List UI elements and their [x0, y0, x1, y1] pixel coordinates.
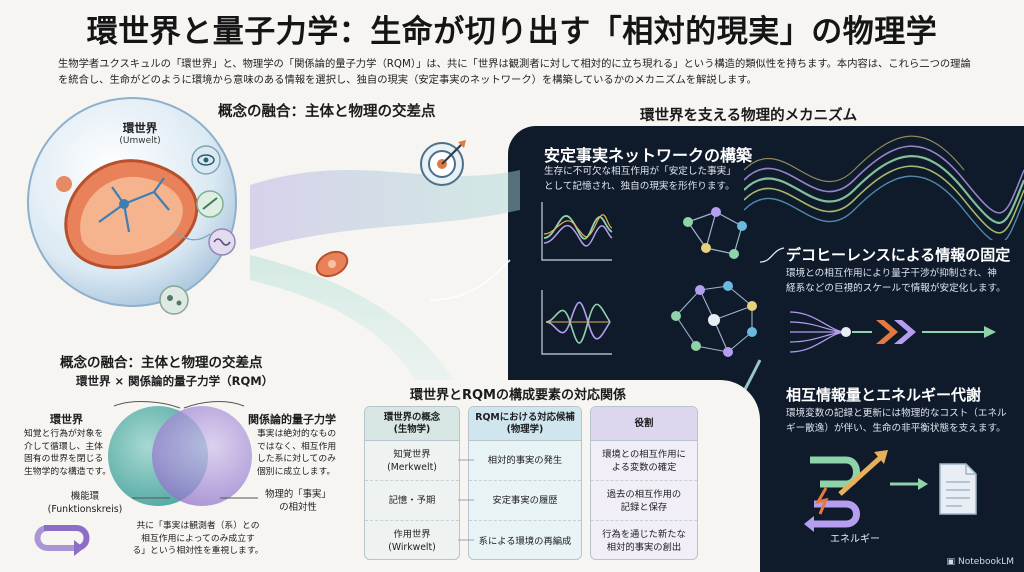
venn-subheading: 環世界 × 関係論的量子力学（RQM）	[76, 374, 274, 388]
concept-heading-top: 概念の融合：主体と物理の交差点	[218, 104, 436, 120]
decoherence-body-1: 環境との相互作用により量子干渉が抑制され、神	[786, 268, 997, 279]
correspondence-table: 環世界の概念(生物学) 知覚世界(Merkwelt) 記憶・予期 作用世界(Wi…	[364, 406, 698, 560]
table-cell: 過去の相互作用の記録と保存	[591, 481, 697, 521]
table-cell: 系による環境の再編成	[478, 535, 572, 547]
venn-bottom-note: 共に「事実は観測者（系）との相互作用によってのみ成立する」という相対性を重視しま…	[132, 521, 264, 556]
wave-graph-bottom	[541, 290, 612, 355]
table-cell: 行為を通じた新たな相対的事実の創出	[602, 529, 686, 553]
venn-right-title: 関係論的量子力学	[248, 413, 336, 426]
network-body-1: 生存に不可欠な相互作用が「安定した事実」	[544, 166, 736, 177]
decoherence-pointer	[759, 247, 785, 263]
venn-diagram	[108, 401, 252, 506]
cell-small-icon	[315, 250, 349, 278]
energy-label: エネルギー	[830, 534, 880, 545]
page-title: 環世界と量子力学：生命が切り出す「相対的現実」の物理学	[86, 14, 938, 50]
chevron-right-icon	[876, 320, 898, 344]
venn-left-body: 知覚と行為が対象を介して循環し、主体 固有の世界を閉じる生物学的な構造です。	[24, 429, 112, 477]
cycle-arrows-icon	[34, 525, 90, 556]
umwelt-sublabel: (Umwelt)	[119, 136, 161, 146]
network-graph-top	[683, 207, 747, 259]
table-cell: 相対的事実の発生	[469, 441, 581, 481]
umwelt-bubble	[27, 97, 237, 315]
table-header-role: 役割	[591, 407, 697, 441]
table-cell: 安定事実の履歴	[469, 481, 581, 521]
energy-body-2: ギー散逸）が伴い、生命の非平衡状態を支えます。	[786, 423, 1006, 434]
table-col-rqm: RQMにおける対応候補(物理学) 相対的事実の発生 安定事実の履歴 系による環境…	[468, 406, 582, 560]
table-heading: 環世界とRQMの構成要素の対応関係	[410, 388, 626, 403]
network-graph-bottom	[671, 281, 757, 357]
table-connectors	[458, 459, 474, 541]
network-title: 安定事実ネットワークの構築	[544, 146, 753, 165]
table-col-role: 役割 環境との相互作用による変数の確定 過去の相互作用の記録と保存 行為を通じた…	[590, 406, 698, 560]
network-body-2: として記憶され、独自の現実を形作ります。	[544, 181, 735, 192]
notebook-icon: ▣	[946, 557, 955, 567]
notebooklm-logo: ▣ NotebookLM	[946, 557, 1014, 567]
page-subtitle: 生物学者ユクスキュルの「環世界」と、物理学の「関係論的量子力学（RQM）」は、共…	[58, 58, 971, 86]
lightning-icon	[814, 487, 829, 515]
venn-left-title: 環世界	[50, 413, 83, 426]
decoherence-title: デコヒーレンスによる情報の固定	[786, 246, 1011, 264]
decoherence-body-2: 経系などの巨視的スケールで情報が安定化します。	[786, 283, 1006, 294]
venn-heading: 概念の融合：主体と物理の交差点	[60, 355, 263, 371]
table-cell: 記憶・予期	[365, 481, 459, 521]
ribbon-down	[250, 255, 460, 390]
table-cell: 環境との相互作用による変数の確定	[591, 441, 697, 481]
table-header-rqm: RQMにおける対応候補(物理学)	[469, 407, 581, 441]
decoherence-funnel-illustration	[789, 311, 996, 353]
table-cell: 作用世界(Wirkwelt)	[388, 529, 436, 553]
energy-flow-illustration	[804, 450, 977, 532]
relativity-label: 物理的「事実」の相対性	[265, 489, 331, 513]
target-icon	[420, 140, 466, 186]
quantum-wave-illustration	[744, 135, 1024, 240]
energy-title: 相互情報量とエネルギー代謝	[786, 386, 982, 404]
table-cell: 知覚世界(Merkwelt)	[365, 441, 459, 481]
microbe-icon	[159, 285, 189, 315]
table-header-umwelt: 環世界の概念(生物学)	[365, 407, 459, 441]
mechanism-heading: 環世界を支える物理的メカニズム	[640, 108, 858, 124]
table-col-umwelt: 環世界の概念(生物学) 知覚世界(Merkwelt) 記憶・予期 作用世界(Wi…	[364, 406, 460, 560]
wave-graph-top	[541, 202, 613, 261]
venn-leader-lines	[132, 497, 258, 499]
venn-right-circle	[152, 406, 252, 506]
bacterium-icon	[56, 176, 72, 192]
ribbon-to-dark	[429, 259, 511, 301]
energy-body-1: 環境変数の記録と更新には物理的なコスト（エネル	[786, 408, 1007, 419]
venn-right-body: 事実は絶対的なものではなく、相互作用 した系に対してのみ個別に成立します。	[257, 429, 337, 477]
funktionskreis-label: 機能環(Funktionskreis)	[47, 491, 123, 515]
ribbon-main	[250, 170, 520, 250]
document-icon	[939, 463, 977, 515]
umwelt-label: 環世界	[122, 121, 158, 135]
